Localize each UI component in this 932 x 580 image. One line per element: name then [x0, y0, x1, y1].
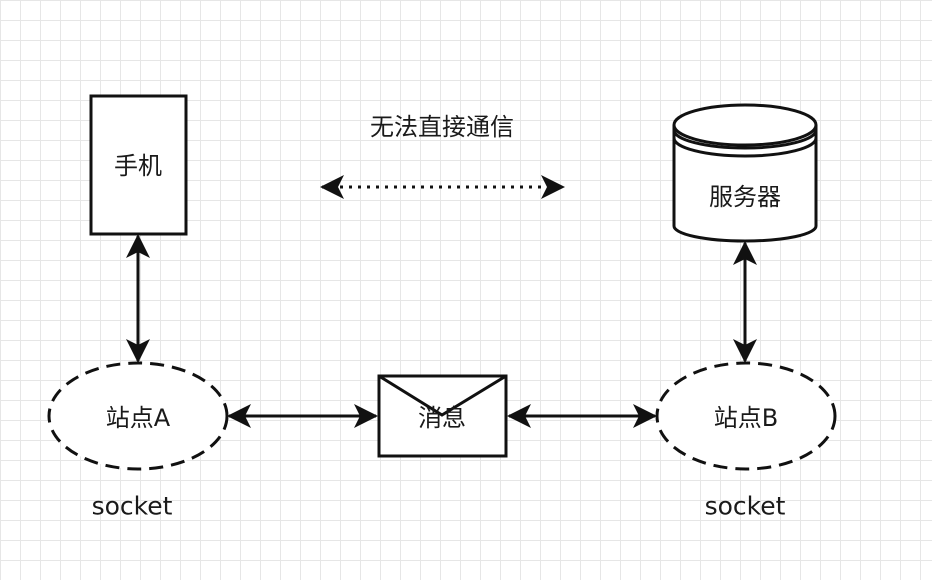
phone-label: 手机 [114, 152, 162, 180]
server-label: 服务器 [709, 183, 781, 211]
station-a-label: 站点A [105, 404, 171, 432]
phone-node [89, 94, 188, 236]
server-node [672, 103, 818, 243]
socket-a-label: socket [91, 491, 173, 521]
station-b-label: 站点B [713, 404, 779, 432]
station-b-node [655, 361, 837, 471]
message-label: 消息 [418, 404, 466, 432]
message-node [377, 374, 508, 458]
socket-b-label: socket [704, 491, 786, 521]
no-direct-communication-label: 无法直接通信 [370, 113, 514, 141]
